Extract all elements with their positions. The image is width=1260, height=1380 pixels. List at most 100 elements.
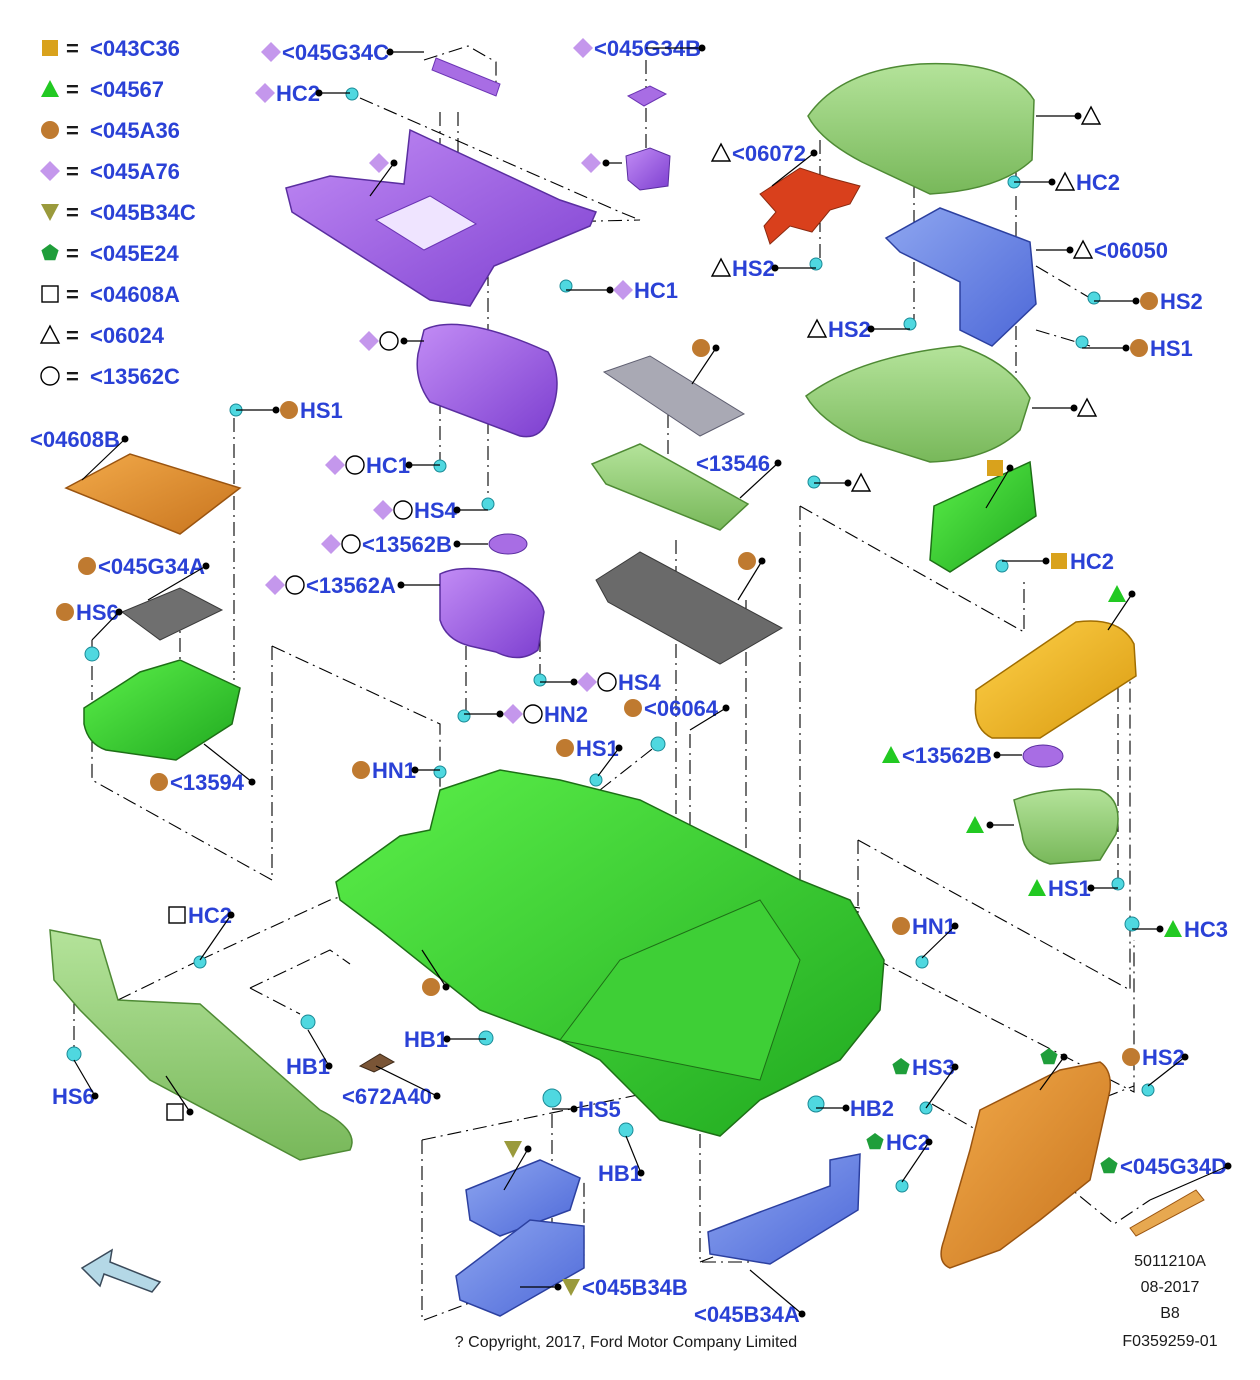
circle-icon [1122, 1048, 1140, 1066]
callout-c47: <672A40 [342, 1065, 441, 1109]
fasteners [66, 87, 1155, 1193]
leader-dot [91, 1092, 99, 1100]
legend-row: =<045E24 [41, 241, 179, 266]
callout-c1: <045G34C [261, 40, 424, 65]
legend-code: <045A76 [90, 159, 180, 184]
legend-equals: = [66, 241, 79, 266]
callout-label: HS1 [300, 398, 343, 423]
armrest-base [805, 345, 1031, 463]
callout-label: HS6 [52, 1084, 95, 1109]
callout-label: HC3 [1184, 917, 1228, 942]
legend-equals: = [66, 323, 79, 348]
callout-label: <045B34B [582, 1275, 688, 1300]
legend-equals: = [66, 36, 79, 61]
leader-dot [524, 1145, 532, 1153]
leader-dot [1074, 112, 1082, 120]
callout-c59: <045B34B [520, 1275, 688, 1300]
leader-line [689, 707, 727, 731]
leader-line [199, 914, 232, 961]
square-icon [1051, 553, 1067, 569]
copyright-notice: ? Copyright, 2017, Ford Motor Company Li… [455, 1334, 797, 1351]
leader-line [1107, 593, 1133, 631]
callout-c13: HN2 [464, 702, 588, 727]
diamond-icon [573, 38, 593, 58]
armrest-lid [807, 62, 1035, 195]
callout-c31: <045G34A [78, 554, 210, 601]
triangle-icon [850, 472, 872, 492]
circle-icon [624, 699, 642, 717]
legend-row: =<06024 [39, 323, 165, 348]
callout-c58 [503, 1141, 532, 1191]
legend-equals: = [66, 118, 79, 143]
bracket-045b34b [455, 1219, 585, 1317]
square-icon [42, 40, 58, 56]
leader-dot [925, 1138, 933, 1146]
callout-label: <045G34D [1120, 1154, 1227, 1179]
triangle-down-icon [562, 1279, 580, 1296]
leader-dot [453, 506, 461, 514]
callout-label: <045G34A [98, 554, 205, 579]
triangle-icon [41, 80, 59, 97]
triangle-icon [1072, 239, 1094, 259]
callout-label: HS2 [828, 317, 871, 342]
footer: 5011210A 08-2017 B8 F0359259-01 ? Copyri… [455, 1253, 1218, 1351]
legend-row: =<043C36 [42, 36, 180, 61]
leader-line [165, 1075, 191, 1113]
leader-line [375, 1065, 438, 1097]
callout-label: HS4 [414, 498, 458, 523]
callout-c25: <13546 [696, 451, 782, 499]
circle-icon [523, 704, 543, 724]
diamond-icon [261, 42, 281, 62]
leader-line [597, 747, 620, 777]
leader-dot [442, 983, 450, 991]
pentagon-icon [866, 1133, 884, 1150]
diamond-icon [40, 161, 60, 181]
callout-c50: HS5 [552, 1097, 621, 1122]
callout-label: HC2 [1076, 170, 1120, 195]
leader-dot [1070, 404, 1078, 412]
leader-dot [810, 149, 818, 157]
parts [49, 57, 1205, 1317]
leader-dot [993, 751, 1001, 759]
leader-line [925, 1066, 956, 1109]
console-body [335, 769, 885, 1137]
leader-dot [758, 557, 766, 565]
triangle-icon [806, 318, 828, 338]
legend-equals: = [66, 77, 79, 102]
circle-icon [78, 557, 96, 575]
drawing-revision: B8 [1160, 1305, 1180, 1322]
leader-dot [615, 744, 623, 752]
leader-line [91, 611, 120, 641]
callout-c18: <06050 [1036, 238, 1168, 263]
leader-dot [712, 344, 720, 352]
leader-dot [1087, 884, 1095, 892]
leader-dot [951, 922, 959, 930]
leader-line [921, 925, 956, 959]
triangle-icon [1076, 397, 1098, 417]
callout-label: HC2 [276, 81, 320, 106]
triangle-icon [710, 257, 732, 277]
callout-c11: <13562A [265, 573, 440, 598]
legend-row: =<045A76 [40, 159, 180, 184]
bracket-06050 [884, 207, 1037, 347]
callout-label: HS1 [1150, 336, 1193, 361]
legend-code: <13562C [90, 364, 180, 389]
callout-label: <672A40 [342, 1084, 432, 1109]
callout-c45: HB1 [286, 1029, 333, 1079]
cap-13562b-2 [1022, 744, 1064, 768]
circle-icon [379, 331, 399, 351]
pad-045g34a [120, 587, 224, 641]
callout-label: <13562B [902, 743, 992, 768]
leader-dot [1132, 297, 1140, 305]
leader-dot [397, 581, 405, 589]
callout-label: <13562B [362, 532, 452, 557]
callout-c21: HS2 [806, 317, 910, 342]
legend: =<043C36=<04567=<045A36=<045A76=<045B34C… [39, 36, 196, 389]
diamond-icon [581, 153, 601, 173]
circle-icon [738, 552, 756, 570]
callout-c44 [421, 949, 450, 996]
callout-label: HS2 [1142, 1045, 1185, 1070]
callout-c53: HS3 [892, 1055, 959, 1109]
callout-label: HB1 [598, 1161, 642, 1186]
pentagon-icon [1100, 1157, 1118, 1174]
